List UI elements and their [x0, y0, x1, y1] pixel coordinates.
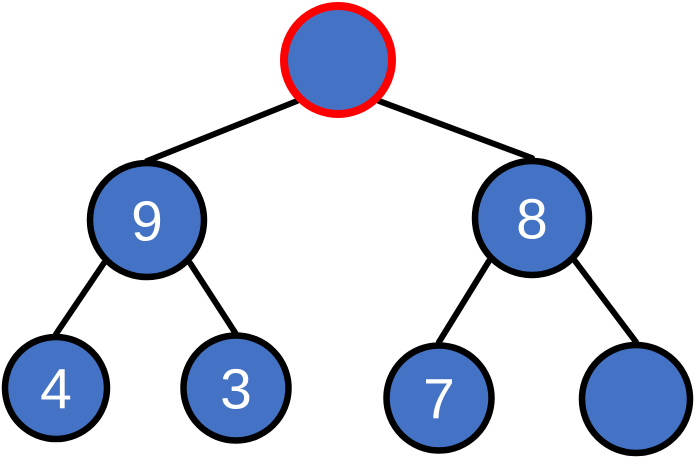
tree-node-label: 9 [131, 190, 163, 254]
node-circle [180, 332, 292, 444]
tree-node-leaf-2: 3 [180, 332, 292, 444]
tree-edge-left-child-leaf-1 [53, 260, 107, 337]
node-circle [383, 342, 495, 454]
tree-node-leaf-1: 4 [1, 333, 111, 443]
node-circle [1, 333, 111, 443]
tree-edge-root-left-child [144, 98, 300, 164]
tree-node-leaf-3: 7 [383, 342, 495, 454]
tree-node-label: 4 [40, 358, 72, 422]
tree-node-leaf-4 [578, 341, 694, 457]
node-circle [471, 157, 593, 279]
node-circle [578, 341, 694, 457]
tree-node-label: 3 [220, 358, 252, 422]
tree-edge-right-child-leaf-4 [572, 258, 639, 345]
tree-edge-root-right-child [376, 98, 535, 161]
tree-node-left-child: 9 [86, 159, 208, 281]
tree-node-label: 8 [516, 188, 548, 252]
node-circle [86, 159, 208, 281]
highlighted-node-circle [280, 2, 396, 118]
tree-node-right-child: 8 [471, 157, 593, 279]
tree-edge-left-child-leaf-2 [187, 260, 239, 337]
tree-node-root [280, 2, 396, 118]
tree-edge-right-child-leaf-3 [436, 258, 492, 345]
tree-node-label: 7 [423, 368, 455, 432]
